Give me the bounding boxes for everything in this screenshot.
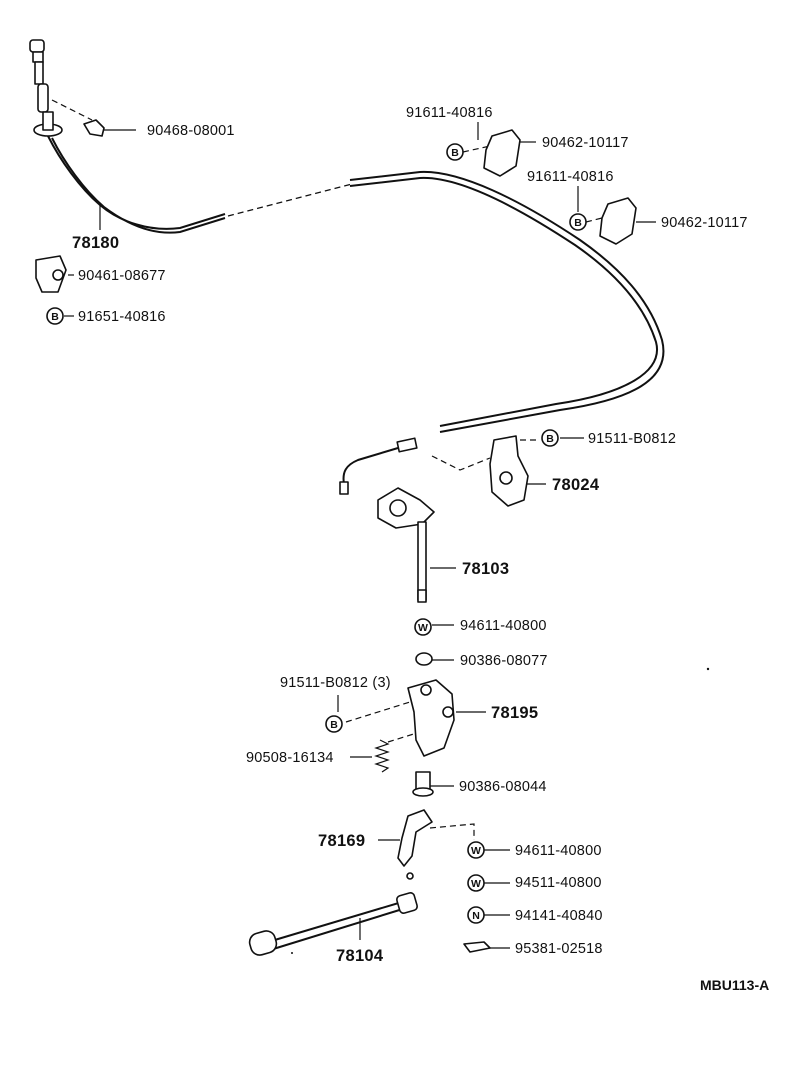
- part-label: 91511-B0812 (3): [280, 675, 391, 691]
- part-label: 91651-40816: [78, 309, 166, 325]
- svg-text:B: B: [330, 719, 338, 731]
- part-label: 78180: [72, 234, 119, 252]
- bushing-90386-08044: [412, 771, 434, 797]
- part-label: 90386-08044: [459, 779, 547, 795]
- part-label: 90462-10117: [542, 135, 629, 151]
- svg-text:W: W: [471, 845, 481, 857]
- svg-text:B: B: [546, 433, 554, 445]
- part-label: 94141-40840: [515, 908, 603, 924]
- release-handle-assembly: [29, 39, 63, 137]
- part-label: 91511-B0812: [588, 431, 676, 447]
- part-label: 90468-08001: [147, 123, 235, 139]
- svg-text:N: N: [472, 910, 480, 922]
- bolt-symbol: B: [46, 307, 64, 325]
- nut-symbol: N: [467, 906, 485, 924]
- cotter-pin-95381: [463, 941, 491, 953]
- part-label: 91611-40816: [527, 169, 614, 185]
- part-label: 78169: [318, 832, 365, 850]
- svg-text:W: W: [418, 622, 428, 634]
- part-label: 90386-08077: [460, 653, 548, 669]
- part-label: 90462-10117: [661, 215, 748, 231]
- part-label: 90508-16134: [246, 750, 334, 766]
- bracket-90461: [35, 255, 67, 293]
- svg-text:W: W: [471, 878, 481, 890]
- bolt-symbol: B: [569, 213, 587, 231]
- part-label: 78103: [462, 560, 509, 578]
- lever-78169: [397, 809, 433, 867]
- bracket-78024: [489, 435, 529, 507]
- washer-symbol: W: [467, 874, 485, 892]
- bolt-symbol: B: [446, 143, 464, 161]
- part-label: 90461-08677: [78, 268, 166, 284]
- washer-symbol: W: [414, 618, 432, 636]
- part-label: 94611-40800: [515, 843, 602, 859]
- part-label: 91611-40816: [406, 105, 493, 121]
- part-label: 78024: [552, 476, 600, 494]
- spring-90508: [374, 739, 390, 773]
- hood-release-cable: [47, 135, 665, 495]
- hood-lock-shaft-78103: [377, 487, 435, 603]
- lever-rod-78104: [248, 872, 418, 956]
- clip-90468: [83, 119, 105, 137]
- svg-text:B: B: [51, 311, 59, 323]
- clamp-90462-a: [483, 129, 521, 177]
- part-label: 94611-40800: [460, 618, 547, 634]
- part-label: 95381-02518: [515, 941, 603, 957]
- bushing-90386-08077: [415, 652, 433, 666]
- svg-text:B: B: [574, 217, 582, 229]
- washer-symbol: W: [467, 841, 485, 859]
- lever-bracket-78195: [407, 679, 455, 757]
- clamp-90462-b: [599, 197, 637, 245]
- bolt-symbol: B: [325, 715, 343, 733]
- bolt-symbol: B: [541, 429, 559, 447]
- part-label: 78195: [491, 704, 538, 722]
- part-label: 94511-40800: [515, 875, 602, 891]
- diagram-code: MBU113-A: [700, 977, 769, 993]
- svg-text:B: B: [451, 147, 459, 159]
- part-label: 78104: [336, 947, 384, 965]
